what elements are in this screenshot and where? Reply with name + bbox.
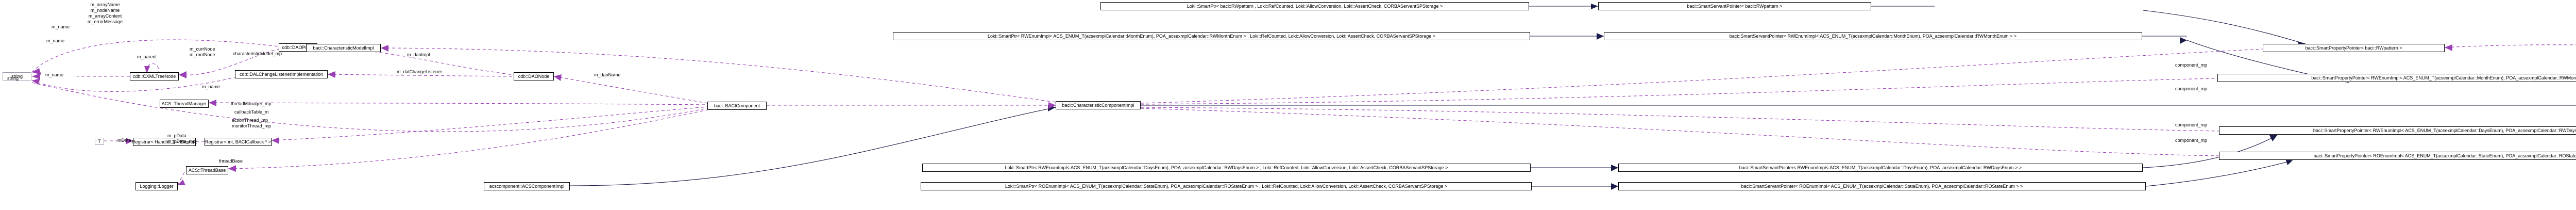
- class-node-characteristicmodelimpl[interactable]: baci::CharacteristicModelImpl: [306, 44, 381, 52]
- class-node-loki_days[interactable]: Loki::SmartPtr< RWEnumImpl< ACS_ENUM_T(a…: [922, 164, 1531, 172]
- class-node-spp_month[interactable]: baci::SmartPropertyPointer< RWEnumImpl< …: [2217, 74, 2576, 82]
- class-node-registrarbaciclback[interactable]: Registrar< int, BACICallback * >: [205, 138, 272, 146]
- edge-label-l5: m_name: [202, 84, 221, 89]
- edge-label-l14: callbackTable_m: [234, 109, 269, 115]
- class-node-tbool[interactable]: T: [95, 138, 104, 145]
- class-node-loki_rw[interactable]: Loki::SmartPtr< baci::RWpattern , Loki::…: [1100, 2, 1529, 10]
- class-node-ssp_month[interactable]: baci::SmartServantPointer< RWEnumImpl< A…: [1604, 32, 2142, 40]
- edge-label-l11: string: [7, 76, 19, 81]
- edge-label-l4: m_name: [45, 72, 64, 77]
- class-node-logginglogger[interactable]: Logging::Logger: [135, 182, 178, 190]
- class-node-dalchangelistener[interactable]: cdb::DALChangeListenerImplementation: [235, 70, 328, 78]
- edge-label-l16: threadBase: [219, 158, 243, 164]
- edge-label-l22: component_mp: [2175, 138, 2208, 143]
- class-node-registrarhandle[interactable]: Registrar< Handle, T > Element: [132, 138, 197, 146]
- class-node-ssp_state[interactable]: baci::SmartServantPointer< ROEnumImpl< A…: [1618, 182, 2146, 190]
- class-node-acscomponentimpl[interactable]: acscomponent::ACSComponentImpl: [484, 182, 570, 190]
- edge-label-l19: component_mp: [2175, 62, 2208, 68]
- edge-label-l7: m_dalChangeListener: [397, 69, 443, 74]
- edge-label-l8: m_daoName: [594, 72, 621, 77]
- class-node-acsthreadbase[interactable]: ACS::ThreadBase: [186, 166, 228, 174]
- class-node-string[interactable]: string: [3, 72, 31, 80]
- edge-label-l13: threadManager_mp: [231, 101, 272, 106]
- edge-label-l6: m_daoImpl: [407, 52, 430, 57]
- class-node-spp_rw[interactable]: baci::SmartPropertyPointer< baci::RWpatt…: [2263, 44, 2445, 52]
- class-node-spp_days[interactable]: baci::SmartPropertyPointer< RWEnumImpl< …: [2219, 126, 2576, 135]
- class-node-loki_month[interactable]: Loki::SmartPtr< RWEnumImpl< ACS_ENUM_T(a…: [893, 32, 1530, 40]
- class-node-characteristiccomponentimpl[interactable]: baci::CharacteristicComponentImpl: [1056, 101, 1141, 109]
- class-node-loki_state[interactable]: Loki::SmartPtr< ROEnumImpl< ACS_ENUM_T(a…: [921, 182, 1532, 190]
- class-node-ssp_rw[interactable]: baci::SmartServantPointer< baci::RWpatte…: [1598, 2, 1871, 10]
- class-node-xmltreenode[interactable]: cdb::CXMLTreeNode: [130, 72, 179, 80]
- edge-label-l12: characteristicModel_mp: [233, 51, 282, 56]
- edge-label-l9: m_name: [52, 24, 70, 29]
- edge-label-l2: m_parent: [137, 54, 157, 59]
- edge-label-l20: component_mp: [2175, 86, 2208, 91]
- edge-label-l21: component_mp: [2175, 122, 2208, 127]
- edge-label-l10: m_name: [46, 38, 65, 43]
- class-node-daonode[interactable]: cdb::DAONode: [514, 72, 554, 80]
- class-node-bacicomponent[interactable]: baci::BACIComponent: [707, 102, 767, 110]
- edge-label-l18: mData: [117, 138, 131, 143]
- class-node-ssp_days[interactable]: baci::SmartServantPointer< RWEnumImpl< A…: [1618, 164, 2143, 172]
- class-node-acsthreadmanager[interactable]: ACS::ThreadManager: [160, 100, 209, 108]
- class-node-spp_state[interactable]: baci::SmartPropertyPointer< ROEnumImpl< …: [2219, 152, 2576, 160]
